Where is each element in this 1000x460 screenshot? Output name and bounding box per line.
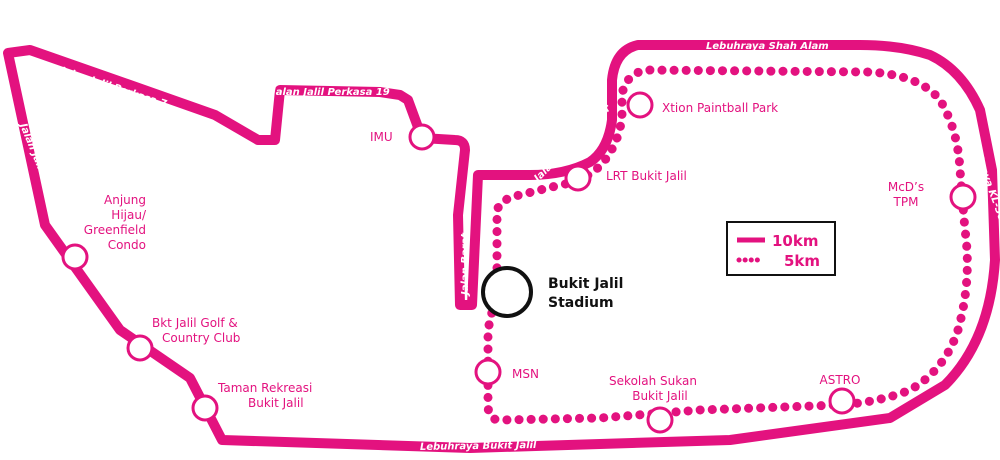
label-imu: IMU <box>370 130 393 144</box>
route-5km-line <box>483 65 972 425</box>
label-anjung-3: Greenfield <box>84 223 146 237</box>
legend: 10km 5km <box>726 221 836 276</box>
checkpoint-lrt-bukit-jalil <box>564 164 592 192</box>
stadium-marker <box>481 266 533 318</box>
label-taman-2: Bukit Jalil <box>248 396 304 410</box>
label-mcd-2: TPM <box>893 195 919 209</box>
road-label-jalan-barat: Jalan Barat <box>460 232 471 297</box>
checkpoint-imu <box>408 123 436 151</box>
label-mcd-1: McD’s <box>888 180 924 194</box>
checkpoint-mcd-tpm <box>949 183 977 211</box>
checkpoint-anjung-hijau <box>61 243 89 271</box>
route-10km-line <box>3 40 1000 453</box>
label-msn: MSN <box>512 367 539 381</box>
label-sekolah-1: Sekolah Sukan <box>609 374 697 388</box>
checkpoint-sekolah-sukan <box>646 406 674 434</box>
stadium-label-line2: Stadium <box>548 295 614 311</box>
checkpoint-astro <box>828 387 856 415</box>
legend-10km-label: 10km <box>772 232 818 250</box>
label-golf-1: Bkt Jalil Golf & <box>152 316 238 330</box>
checkpoint-msn <box>474 358 502 386</box>
label-taman-1: Taman Rekreasi <box>217 381 312 395</box>
checkpoint-xtion-paintball <box>626 91 654 119</box>
label-golf-2: Country Club <box>162 331 240 345</box>
label-anjung-4: Condo <box>108 238 146 252</box>
label-sekolah-2: Bukit Jalil <box>632 389 688 403</box>
label-anjung-1: Anjung <box>104 193 146 207</box>
road-label-bukit-jalil: Lebuhraya Bukit Jalil <box>420 440 537 453</box>
road-label-shah-alam: Lebuhraya Shah Alam <box>706 41 829 52</box>
road-label-jalil-perkasa-19: Jalan Jalil Perkasa 19 <box>270 87 390 98</box>
label-lrt: LRT Bukit Jalil <box>606 169 687 183</box>
legend-5km-label: 5km <box>784 252 820 270</box>
label-astro: ASTRO <box>820 373 861 387</box>
label-anjung-2: Hijau/ <box>111 208 147 222</box>
label-xtion: Xtion Paintball Park <box>662 101 778 115</box>
checkpoint-golf-club <box>126 334 154 362</box>
legend-box <box>726 221 836 276</box>
checkpoint-taman-rekreasi <box>191 394 219 422</box>
stadium-label-line1: Bukit Jalil <box>548 276 623 292</box>
